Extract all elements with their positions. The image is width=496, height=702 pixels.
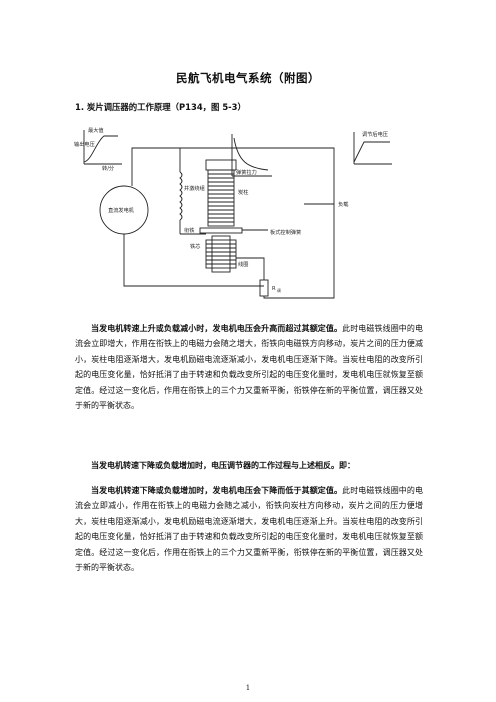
pile-cap: [205, 159, 237, 171]
label-coil: 线圈: [238, 260, 248, 268]
document-title: 民航飞机电气系统（附图）: [176, 71, 320, 85]
top-wire: [131, 147, 335, 204]
label-resistor-sub: 调: [277, 288, 281, 293]
excitation-coil: [179, 171, 183, 221]
label-spring-plate: 板式控制弹簧: [270, 228, 301, 236]
spring-graph-curve: [233, 137, 269, 171]
paragraph-reverse-note: 当发电机转速下降或负载增加时，电压调节器的工作过程与上述相反。即：: [91, 461, 355, 470]
label-speed: 转/分: [102, 164, 114, 172]
armature-plate: [199, 227, 243, 234]
carbon-pile-regulator-diagram: 最大值 输出电压 转/分 直流发电机 并激绕组 弹簧拉力 炭柱 衔铁 铁芯 线圈…: [74, 126, 392, 299]
label-load: 负载: [338, 200, 348, 208]
page-number: 1: [245, 684, 251, 692]
paragraph-decrease-lead: 当发电机转速下降或负载增加时，发电机电压会下降而低于其额定值。: [91, 486, 343, 495]
right-graph-curve: [353, 141, 390, 163]
label-generator: 直流发电机: [108, 206, 135, 214]
label-core: 铁芯: [190, 242, 200, 250]
paragraph-increase-lead: 当发电机转速上升或负载减小时，发电机电压会升高而超过其额定值。: [91, 324, 343, 333]
label-output-voltage: 输出电压: [74, 140, 95, 148]
label-excitation: 并激绕组: [184, 184, 205, 192]
paragraph-decrease: 当发电机转速下降或负载增加时，发电机电压会下降而低于其额定值。此时电磁铁线圈中的…: [75, 483, 423, 575]
label-carbon-pile: 炭柱: [238, 188, 248, 196]
paragraph-increase-text: 此时电磁铁线圈中的电流会立即增大，作用在衔铁上的电磁力会随之增大，衔铁向电磁铁方…: [75, 324, 424, 411]
label-resistor: R: [272, 286, 276, 292]
label-max-power: 最大值: [88, 126, 104, 134]
coil-winding: [205, 239, 237, 269]
label-spring-force: 弹簧拉力: [236, 168, 257, 176]
section-heading: 1. 炭片调压器的工作原理（P134，图 5-3）: [75, 102, 246, 112]
label-regulated-voltage: 调节后电压: [362, 130, 388, 138]
core: [211, 235, 231, 273]
paragraph-increase: 当发电机转速上升或负载减小时，发电机电压会升高而超过其额定值。此时电磁铁线圈中的…: [75, 321, 423, 413]
paragraph-decrease-text: 此时电磁铁线圈中的电流会立即减小，作用在衔铁上的电磁力会随之减小，衔铁向炭柱方向…: [75, 486, 424, 573]
resistor-symbol: [259, 279, 269, 297]
carbon-pile-stack: [207, 169, 235, 227]
label-armature: 衔铁: [184, 226, 194, 234]
left-graph-curve: [83, 135, 118, 163]
